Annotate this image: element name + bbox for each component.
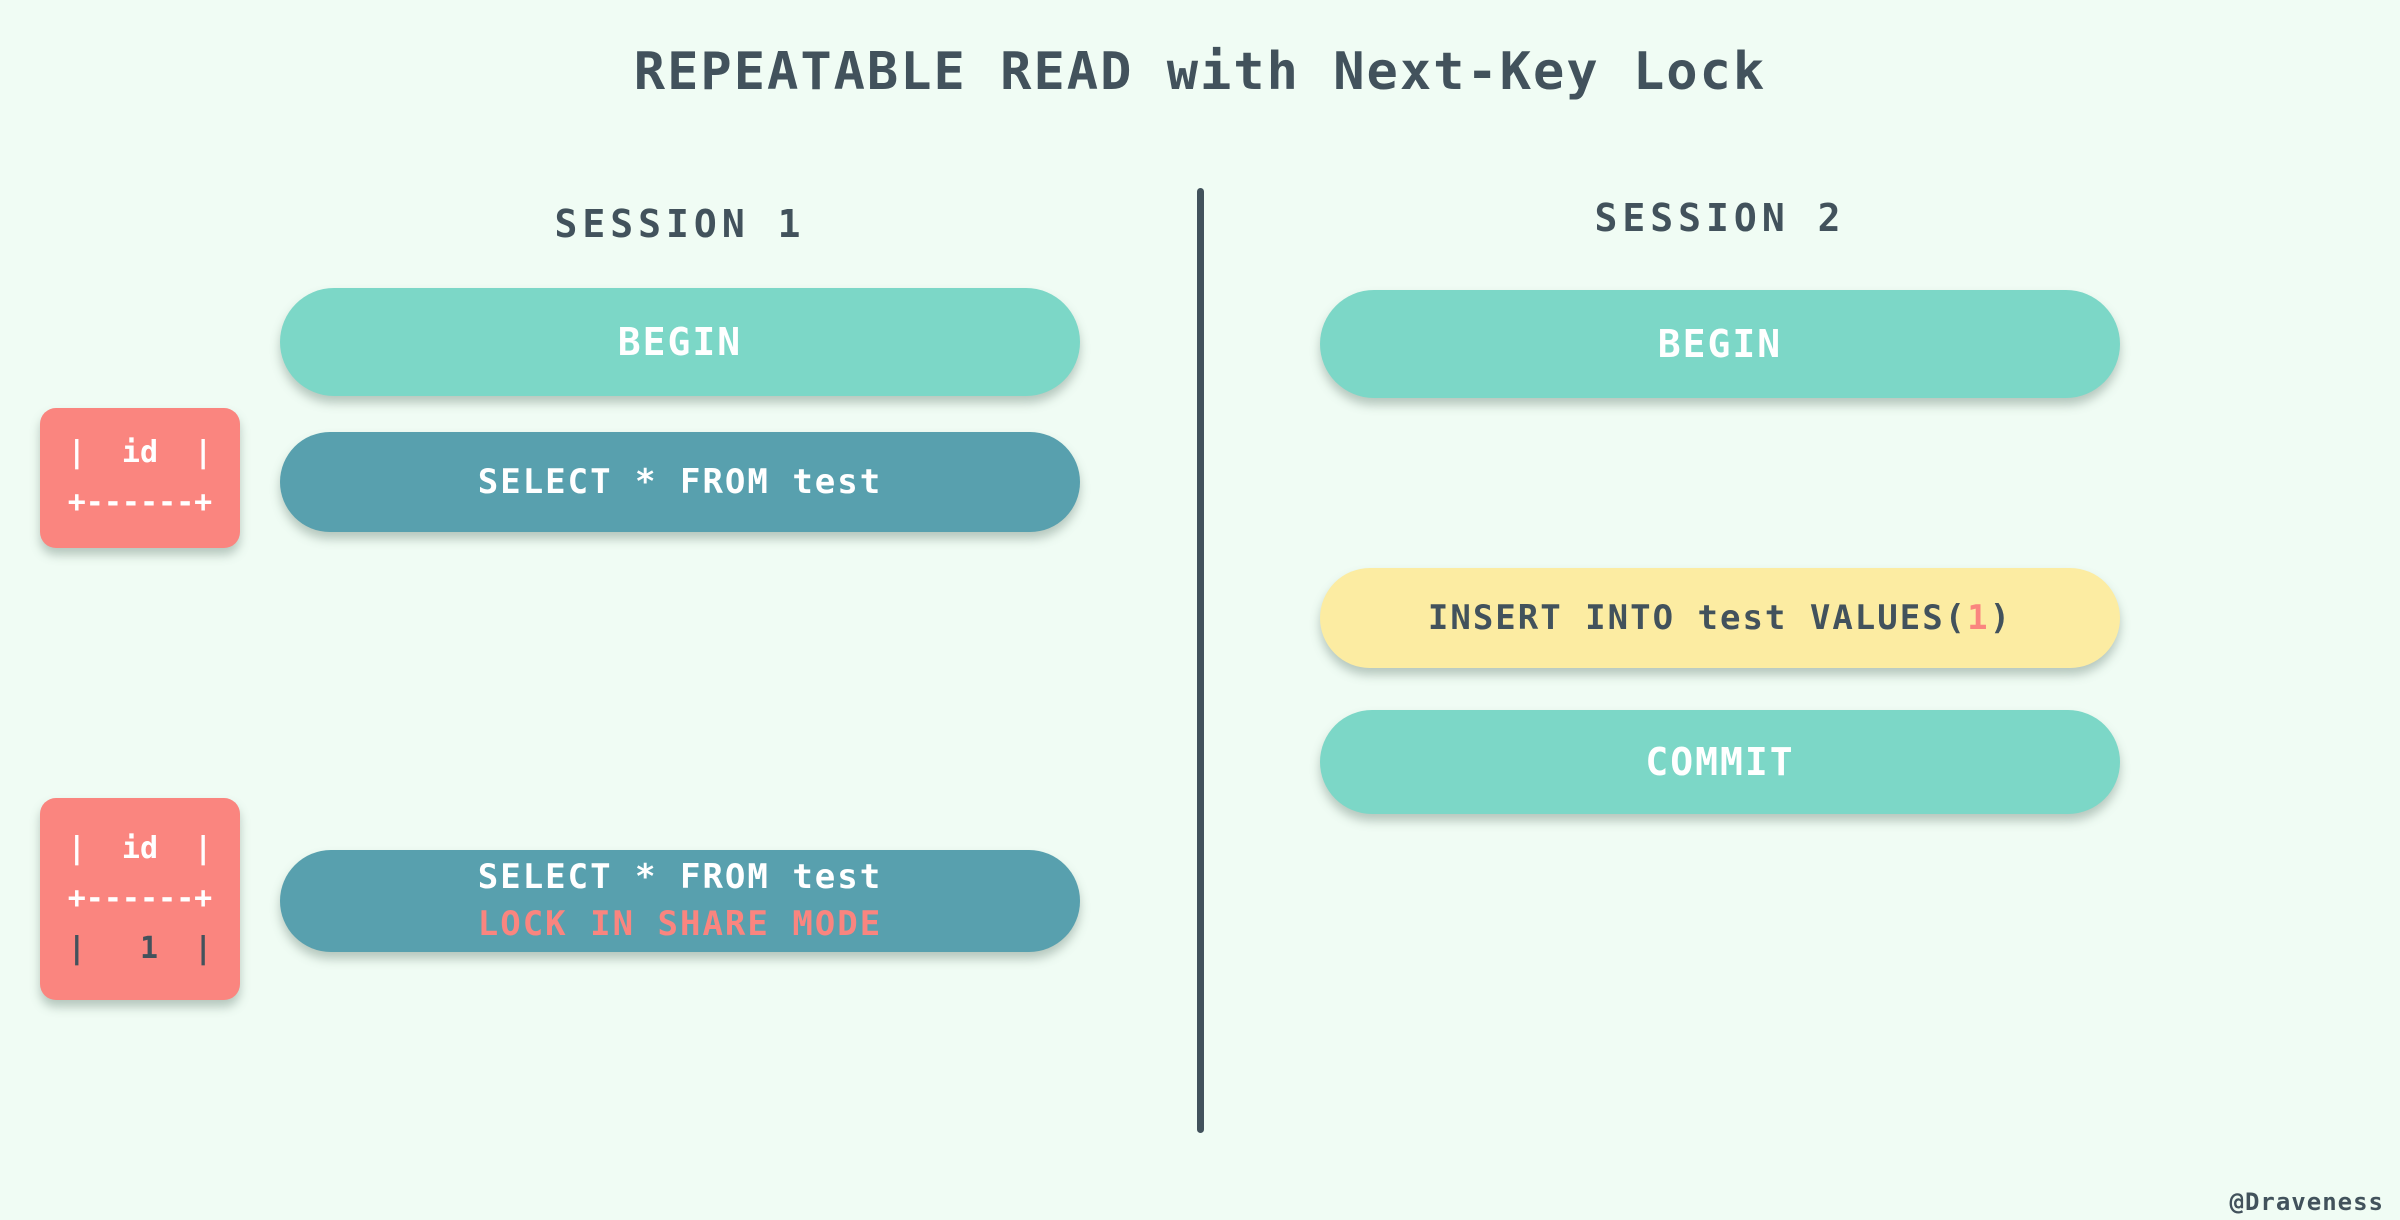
session2-insert-step: INSERT INTO test VALUES(1) (1320, 568, 2120, 668)
result-separator-row: +------+ (67, 485, 213, 520)
insert-statement: INSERT INTO test VALUES(1) (1428, 598, 2012, 638)
session2-begin-label: BEGIN (1657, 322, 1783, 366)
author-watermark: @Draveness (2229, 1188, 2384, 1216)
result-header-row: | id | (67, 435, 213, 470)
result-header-row: | id | (67, 831, 213, 866)
select-lock-statement-line2: LOCK IN SHARE MODE (477, 904, 883, 944)
session1-select-lock-step: SELECT * FROM test LOCK IN SHARE MODE (280, 850, 1080, 952)
session1-result-table-empty: | id | +------+ (40, 408, 240, 548)
session2-label: SESSION 2 (1594, 196, 1846, 240)
session1-select-step: SELECT * FROM test (280, 432, 1080, 532)
insert-statement-suffix: ) (1989, 598, 2013, 638)
insert-statement-prefix: INSERT INTO test VALUES( (1427, 598, 1968, 638)
session1-label: SESSION 1 (554, 202, 806, 246)
session2-commit-step: COMMIT (1320, 710, 2120, 814)
select-lock-statement-line1: SELECT * FROM test (477, 857, 883, 897)
session1-result-table-with-row: | id | +------+ | 1 | (40, 798, 240, 1000)
session2-begin-step: BEGIN (1320, 290, 2120, 398)
diagram-title: REPEATABLE READ with Next-Key Lock (633, 42, 1767, 102)
result-separator-row: +------+ (67, 881, 213, 916)
result-value-row: | 1 | (67, 931, 213, 966)
session-divider-line (1197, 188, 1204, 1133)
session1-begin-label: BEGIN (617, 320, 743, 364)
insert-statement-value: 1 (1967, 598, 1990, 638)
session1-select-label: SELECT * FROM test (477, 462, 883, 502)
session1-begin-step: BEGIN (280, 288, 1080, 396)
session2-commit-label: COMMIT (1645, 740, 1795, 784)
